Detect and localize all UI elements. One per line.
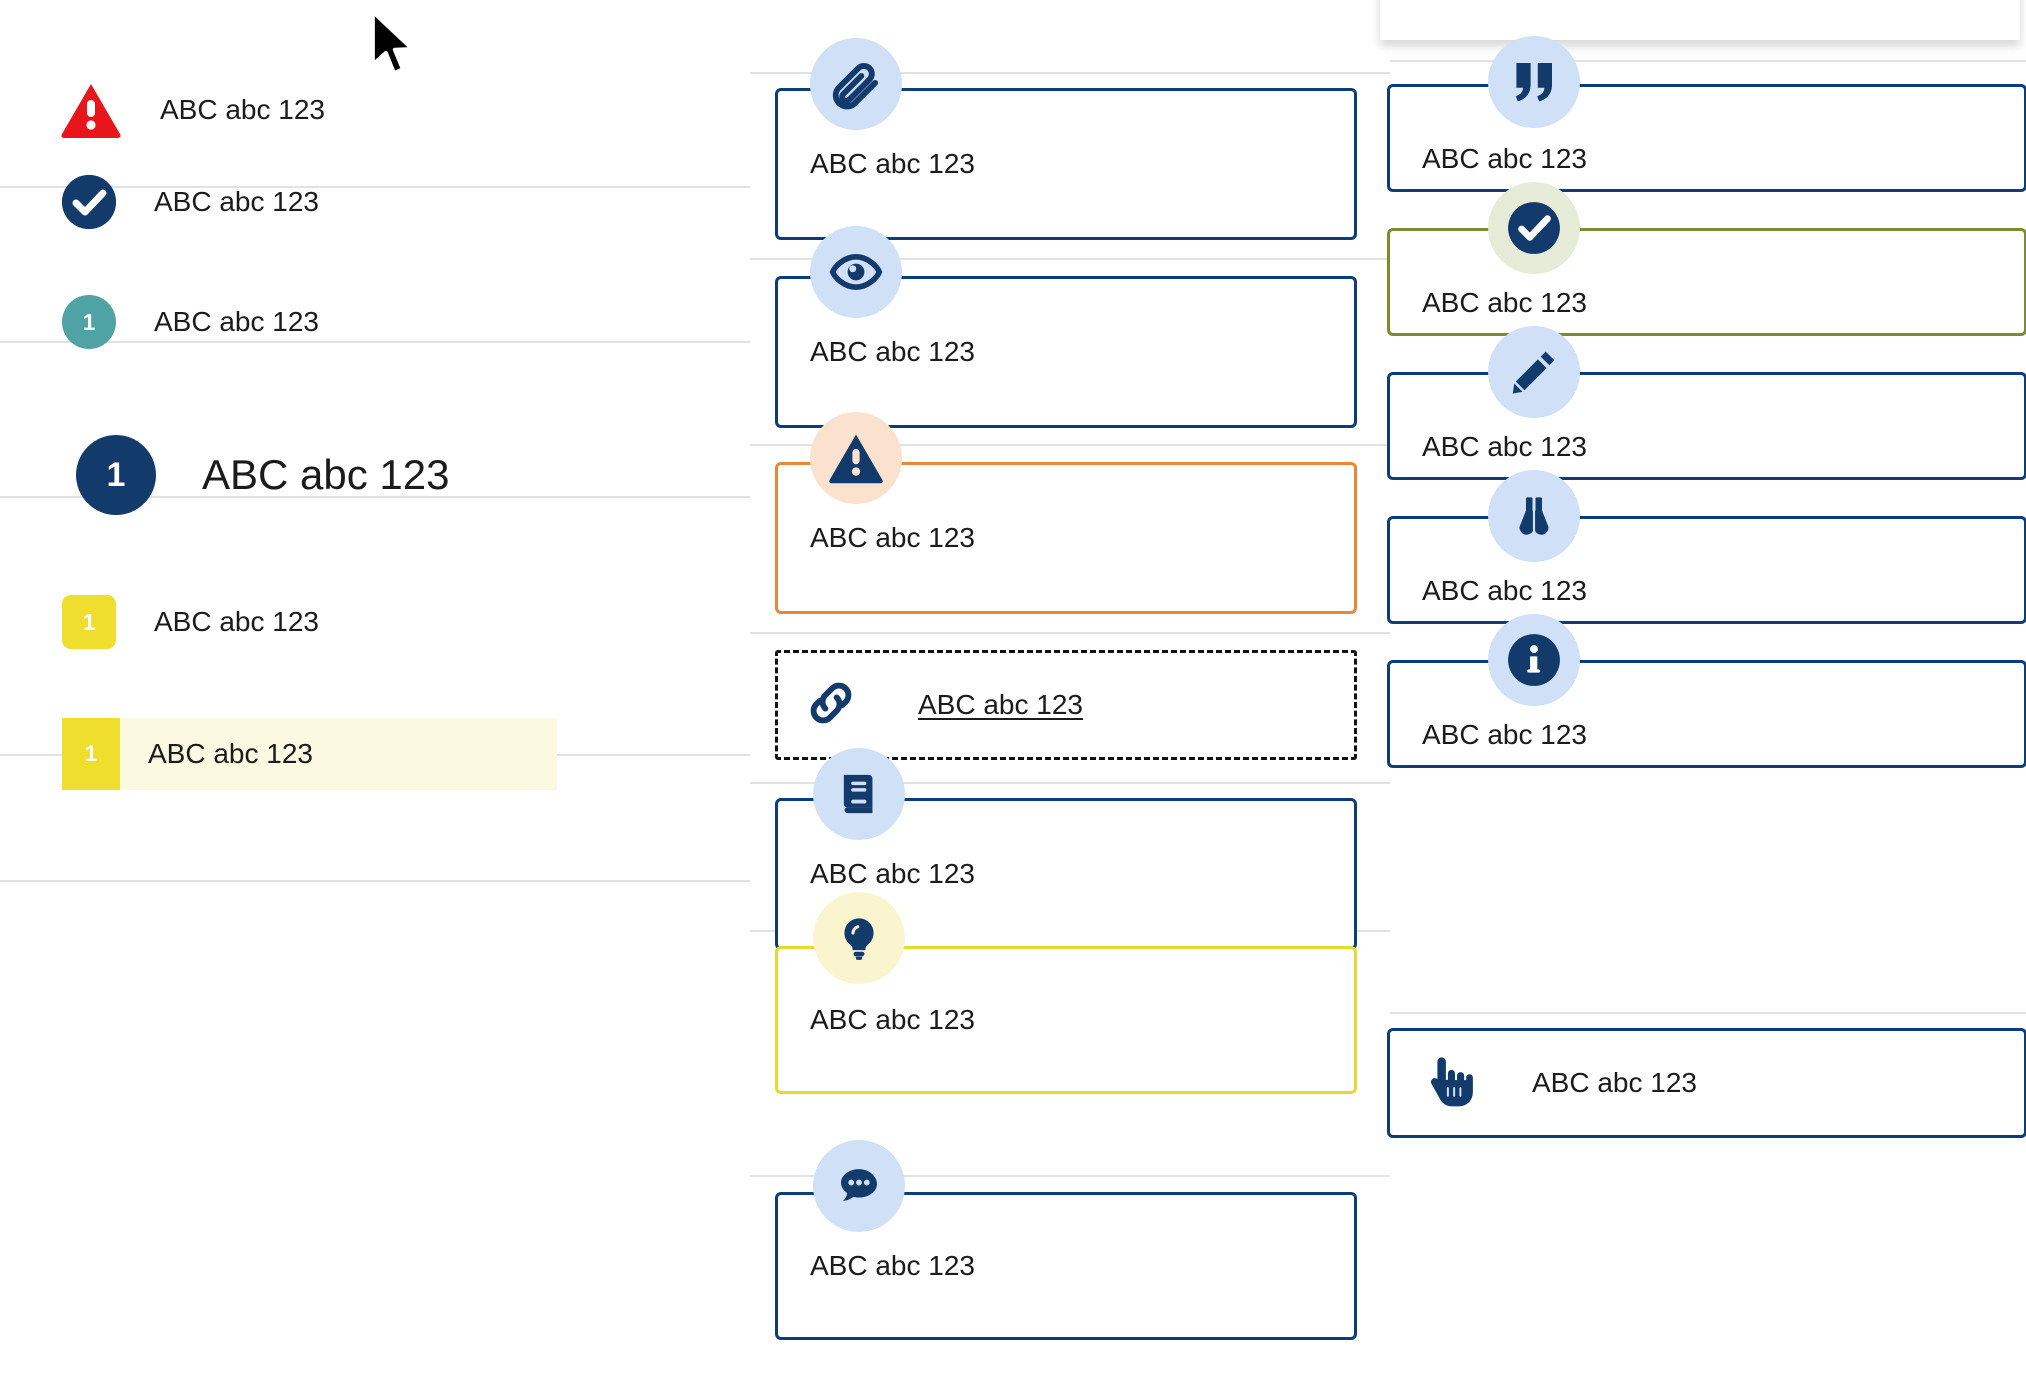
card-label: ABC abc 123 xyxy=(810,336,975,367)
list-item-label: ABC abc 123 xyxy=(160,94,325,125)
card-label: ABC abc 123 xyxy=(810,148,975,179)
divider xyxy=(750,444,1390,446)
check-circle-icon xyxy=(1488,182,1580,274)
quote-icon xyxy=(1488,36,1580,128)
card-label: ABC abc 123 xyxy=(810,858,975,889)
list-item[interactable]: ABC abc 123 xyxy=(62,175,319,229)
divider xyxy=(0,341,750,343)
card-link-label[interactable]: ABC abc 123 xyxy=(918,689,1083,720)
link-icon xyxy=(804,676,858,735)
card-label: ABC abc 123 xyxy=(1422,287,1587,318)
number-badge-yellow: 1 xyxy=(62,718,120,790)
list-item[interactable]: 1 ABC abc 123 xyxy=(62,595,319,649)
divider xyxy=(0,186,750,188)
list-item-selected[interactable]: 1 ABC abc 123 xyxy=(62,718,557,790)
check-circle-icon xyxy=(62,175,116,229)
card-discover[interactable]: ABC abc 123 xyxy=(1387,516,2026,624)
floating-panel-edge xyxy=(1380,0,2020,40)
lightbulb-icon xyxy=(813,892,905,984)
card-quote[interactable]: ABC abc 123 xyxy=(1387,84,2026,192)
info-circle-icon xyxy=(1488,614,1580,706)
divider xyxy=(750,632,1390,634)
card-edit[interactable]: ABC abc 123 xyxy=(1387,372,2026,480)
divider xyxy=(0,496,750,498)
binoculars-icon xyxy=(1488,470,1580,562)
list-item-label: ABC abc 123 xyxy=(154,186,319,217)
number-badge-yellow: 1 xyxy=(62,595,116,649)
divider xyxy=(750,782,1390,784)
number-badge-navy-large: 1 xyxy=(76,435,156,515)
card-label: ABC abc 123 xyxy=(810,1250,975,1281)
list-item[interactable]: 1 ABC abc 123 xyxy=(62,295,319,349)
card-link-inner: ABC abc 123 xyxy=(778,653,1354,757)
list-item-label: ABC abc 123 xyxy=(148,738,313,769)
middle-column: ABC abc 123 ABC abc 123 ABC abc 123 xyxy=(750,0,1390,1392)
list-item-label: ABC abc 123 xyxy=(154,306,319,337)
card-action-inner: ABC abc 123 xyxy=(1390,1031,2024,1135)
card-link[interactable]: ABC abc 123 xyxy=(775,650,1357,760)
number-badge-teal: 1 xyxy=(62,295,116,349)
card-label: ABC abc 123 xyxy=(810,522,975,553)
card-info[interactable]: ABC abc 123 xyxy=(1387,660,2026,768)
pointing-hand-icon xyxy=(1420,1052,1474,1115)
list-item-label: ABC abc 123 xyxy=(154,606,319,637)
mouse-cursor xyxy=(368,8,422,87)
alert-triangle-icon xyxy=(810,412,902,504)
left-panel: ABC abc 123 ABC abc 123 1 ABC abc 123 1 … xyxy=(0,0,750,1392)
list-item[interactable]: 1 ABC abc 123 xyxy=(76,435,450,515)
card-action[interactable]: ABC abc 123 xyxy=(1387,1028,2026,1138)
divider xyxy=(750,72,1390,74)
card-label: ABC abc 123 xyxy=(1422,575,1587,606)
list-item-label: ABC abc 123 xyxy=(202,451,450,498)
divider xyxy=(1390,60,2026,62)
eye-icon xyxy=(810,226,902,318)
warning-triangle-icon xyxy=(60,82,122,138)
card-eye[interactable]: ABC abc 123 xyxy=(775,276,1357,428)
card-label: ABC abc 123 xyxy=(1422,143,1587,174)
card-success[interactable]: ABC abc 123 xyxy=(1387,228,2026,336)
list-item[interactable]: ABC abc 123 xyxy=(60,82,325,138)
book-icon xyxy=(813,748,905,840)
card-action-label: ABC abc 123 xyxy=(1532,1067,1697,1098)
divider xyxy=(750,258,1390,260)
comment-icon xyxy=(813,1140,905,1232)
divider xyxy=(0,880,750,882)
divider xyxy=(1390,1012,2026,1014)
card-label: ABC abc 123 xyxy=(1422,431,1587,462)
card-label: ABC abc 123 xyxy=(1422,719,1587,750)
divider xyxy=(750,1175,1390,1177)
pencil-icon xyxy=(1488,326,1580,418)
right-column: ABC abc 123 ABC abc 123 ABC abc 123 xyxy=(1380,0,2026,1392)
card-label: ABC abc 123 xyxy=(810,1004,975,1035)
paperclip-icon xyxy=(810,38,902,130)
